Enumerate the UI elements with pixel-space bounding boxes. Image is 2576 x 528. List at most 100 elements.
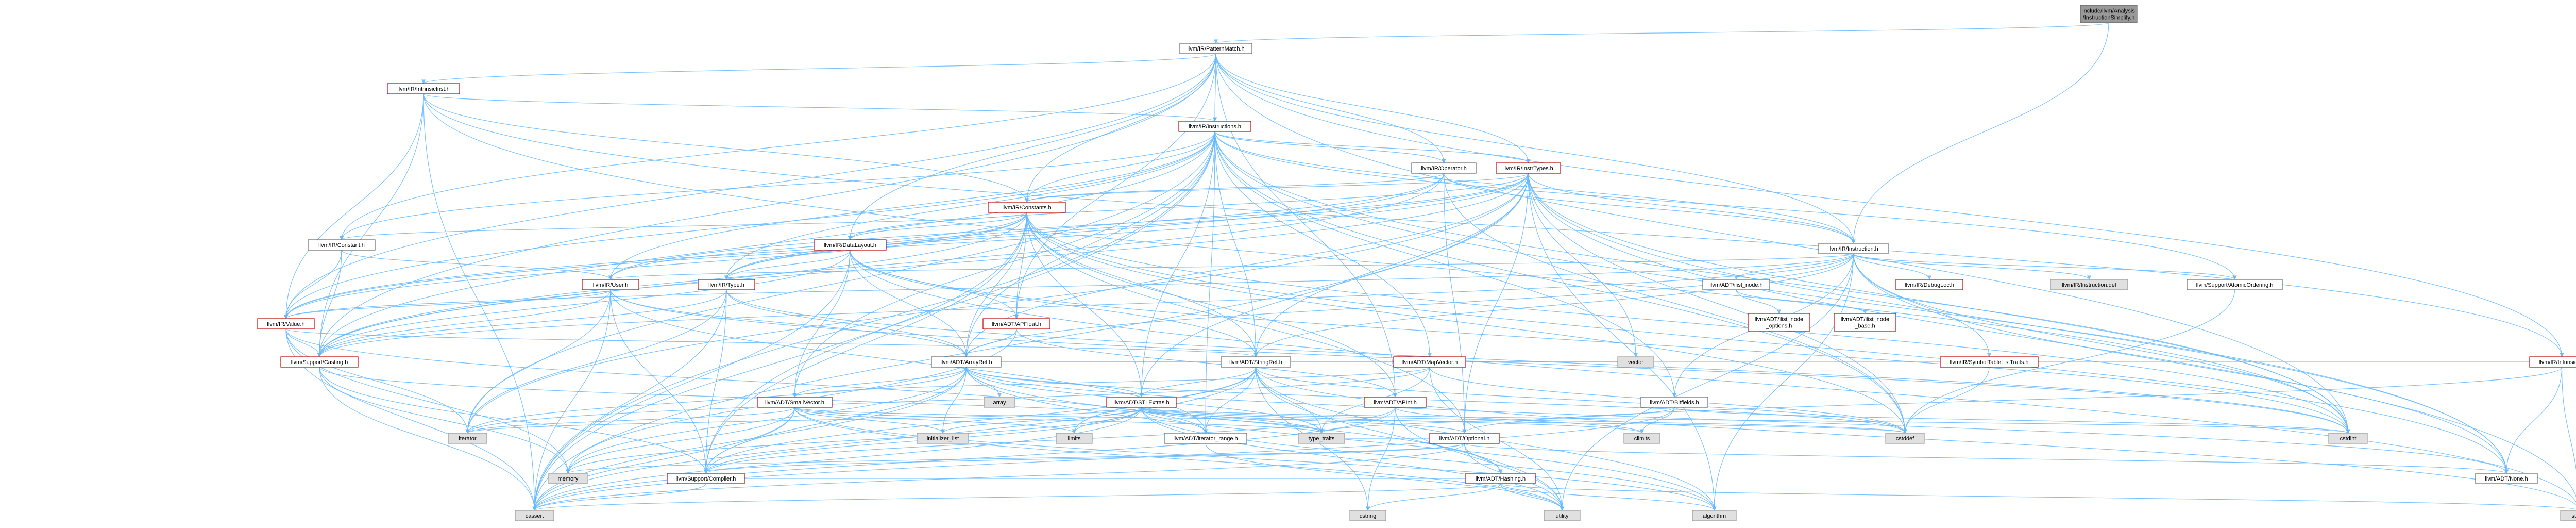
node-instructions[interactable]: llvm/IR/Instructions.h: [1178, 121, 1251, 132]
edge-constant-to-casting: [317, 250, 342, 357]
edge-intrinsicinst-to-constants: [423, 93, 1029, 203]
node-cstring[interactable]: cstring: [1349, 510, 1386, 521]
edge-smallvector-to-initializerlist: [794, 407, 945, 434]
node-box: [548, 473, 588, 484]
node-none[interactable]: llvm/ADT/None.h: [2475, 473, 2538, 484]
node-user[interactable]: llvm/IR/User.h: [582, 279, 639, 290]
node-value[interactable]: llvm/IR/Value.h: [257, 318, 315, 329]
node-ilistnode[interactable]: llvm/ADT/ilist_node.h: [1702, 279, 1770, 290]
node-debugloc[interactable]: llvm/IR/DebugLoc.h: [1895, 279, 1963, 290]
node-intrinsics[interactable]: llvm/IR/Intrinsics.h: [2529, 356, 2576, 368]
edge-operator-to-cstddef: [1443, 173, 1907, 434]
node-label: limits: [1067, 436, 1081, 442]
node-climits[interactable]: climits: [1623, 433, 1660, 444]
node-string[interactable]: string: [2560, 510, 2576, 521]
edge-stringref-to-compiler: [703, 367, 1257, 474]
edge-instructions-to-atomicordering: [1214, 131, 2237, 280]
node-cstddef[interactable]: cstddef: [1885, 433, 1925, 444]
node-initializerlist[interactable]: initializer_list: [917, 433, 969, 444]
node-smallvector[interactable]: llvm/ADT/SmallVector.h: [757, 397, 833, 408]
node-atomicordering[interactable]: llvm/Support/AtomicOrdering.h: [2187, 279, 2283, 290]
edge-operator-to-instruction: [1443, 173, 1856, 244]
edge-instruction-to-cstdint: [1853, 253, 2350, 434]
edge-datalayout-to-cassert: [532, 250, 851, 511]
edge-type-to-cassert: [532, 289, 727, 511]
edge-arrayref-to-array: [965, 367, 1002, 398]
edge-instrtypes-to-datalayout: [848, 173, 1529, 240]
edge-operator-to-optional: [1443, 173, 1467, 434]
node-hashing[interactable]: llvm/ADT/Hashing.h: [1465, 473, 1536, 484]
node-stlextras[interactable]: llvm/ADT/STLExtras.h: [1106, 397, 1177, 408]
node-label: llvm/Support/AtomicOrdering.h: [2196, 282, 2274, 288]
node-limits[interactable]: limits: [1056, 433, 1093, 444]
edge-constants-to-compiler: [703, 212, 1027, 474]
node-label: llvm/ADT/SmallVector.h: [765, 400, 824, 406]
node-label: llvm/ADT/ilist_node: [1841, 317, 1889, 323]
edge-type-to-casting: [317, 289, 727, 357]
edge-instrtypes-to-none: [1528, 173, 2509, 474]
node-mapvector[interactable]: llvm/ADT/MapVector.h: [1393, 356, 1466, 368]
node-arrayref[interactable]: llvm/ADT/ArrayRef.h: [931, 356, 1002, 368]
node-iterator[interactable]: iterator: [448, 433, 487, 444]
edge-root-to-instruction: [1851, 22, 2109, 244]
node-instructiondef[interactable]: llvm/IR/Instruction.def: [2050, 279, 2128, 290]
edge-user-to-cstdint: [610, 289, 2350, 434]
node-label: /InstructionSimplify.h: [2083, 15, 2135, 21]
node-type[interactable]: llvm/IR/Type.h: [698, 279, 755, 290]
edge-apfloat-to-apint: [1016, 328, 1398, 398]
node-intrinsicinst[interactable]: llvm/IR/IntrinsicInst.h: [387, 83, 460, 94]
edge-type-to-iterator: [465, 289, 727, 434]
node-box: [1702, 279, 1770, 290]
edge-patternmatch-to-intrinsicinst: [421, 53, 1216, 84]
node-stringref[interactable]: llvm/ADT/StringRef.h: [1221, 356, 1291, 368]
node-utility[interactable]: utility: [1544, 510, 1581, 521]
node-box: [280, 356, 359, 368]
node-patternmatch[interactable]: llvm/IR/PatternMatch.h: [1179, 43, 1252, 54]
node-constants[interactable]: llvm/IR/Constants.h: [988, 202, 1066, 213]
node-instrtypes[interactable]: llvm/IR/InstrTypes.h: [1496, 162, 1561, 174]
node-root[interactable]: include/llvm/Analysis/InstructionSimplif…: [2080, 5, 2138, 23]
node-iteratorrange[interactable]: llvm/ADT/iterator_range.h: [1164, 433, 1247, 444]
node-cassert[interactable]: cassert: [515, 510, 554, 521]
edge-patternmatch-to-constant: [339, 53, 1216, 240]
edge-instrtypes-to-type: [724, 173, 1529, 280]
node-instruction[interactable]: llvm/IR/Instruction.h: [1818, 243, 1889, 254]
edge-instructions-to-compiler: [703, 131, 1215, 474]
node-box: [757, 397, 833, 408]
node-apfloat[interactable]: llvm/ADT/APFloat.h: [982, 318, 1050, 329]
node-bitfields[interactable]: llvm/ADT/Bitfields.h: [1640, 397, 1708, 408]
edge-constants-to-constant: [340, 212, 1027, 240]
node-memory[interactable]: memory: [548, 473, 588, 484]
node-cstdint[interactable]: cstdint: [2328, 433, 2368, 444]
node-box: [1834, 313, 1896, 332]
node-operator[interactable]: llvm/IR/Operator.h: [1411, 162, 1477, 174]
edge-root-to-patternmatch: [1214, 22, 2109, 44]
node-datalayout[interactable]: llvm/IR/DataLayout.h: [814, 239, 887, 251]
node-vector[interactable]: vector: [1617, 356, 1654, 368]
edge-intrinsicinst-to-cassert: [423, 93, 537, 511]
node-optional[interactable]: llvm/ADT/Optional.h: [1429, 433, 1500, 444]
edge-datalayout-to-smallvector: [792, 250, 851, 398]
edge-apfloat-to-arrayref: [964, 328, 1017, 357]
edge-mapvector-to-smallvector: [792, 367, 1430, 398]
node-symboltablelisttraits[interactable]: llvm/IR/SymbolTableListTraits.h: [1940, 356, 2039, 368]
node-algorithm[interactable]: algorithm: [1692, 510, 1737, 521]
node-box: [2560, 510, 2576, 521]
node-constant[interactable]: llvm/IR/Constant.h: [308, 239, 376, 251]
node-box: [698, 279, 755, 290]
node-apint[interactable]: llvm/ADT/APInt.h: [1364, 397, 1427, 408]
node-box: [988, 202, 1066, 213]
edge-instructions-to-instruction: [1214, 131, 1856, 244]
node-label: initializer_list: [927, 436, 959, 442]
edge-ilistnode-to-ilistnodebase: [1736, 289, 1868, 314]
edge-smallvector-to-typetraits: [794, 407, 1324, 434]
node-typetraits[interactable]: type_traits: [1298, 433, 1345, 444]
node-ilistnodeoptions[interactable]: llvm/ADT/ilist_node_options.h: [1748, 313, 1810, 332]
node-compiler[interactable]: llvm/Support/Compiler.h: [667, 473, 745, 484]
node-array[interactable]: array: [984, 397, 1015, 408]
edge-stlextras-to-iteratorrange: [1141, 407, 1208, 434]
edge-symboltablelisttraits-to-cstddef: [1903, 367, 1990, 434]
node-ilistnodebase[interactable]: llvm/ADT/ilist_node_base.h: [1834, 313, 1896, 332]
edge-instructions-to-iterator: [465, 131, 1215, 434]
node-casting[interactable]: llvm/Support/Casting.h: [280, 356, 359, 368]
